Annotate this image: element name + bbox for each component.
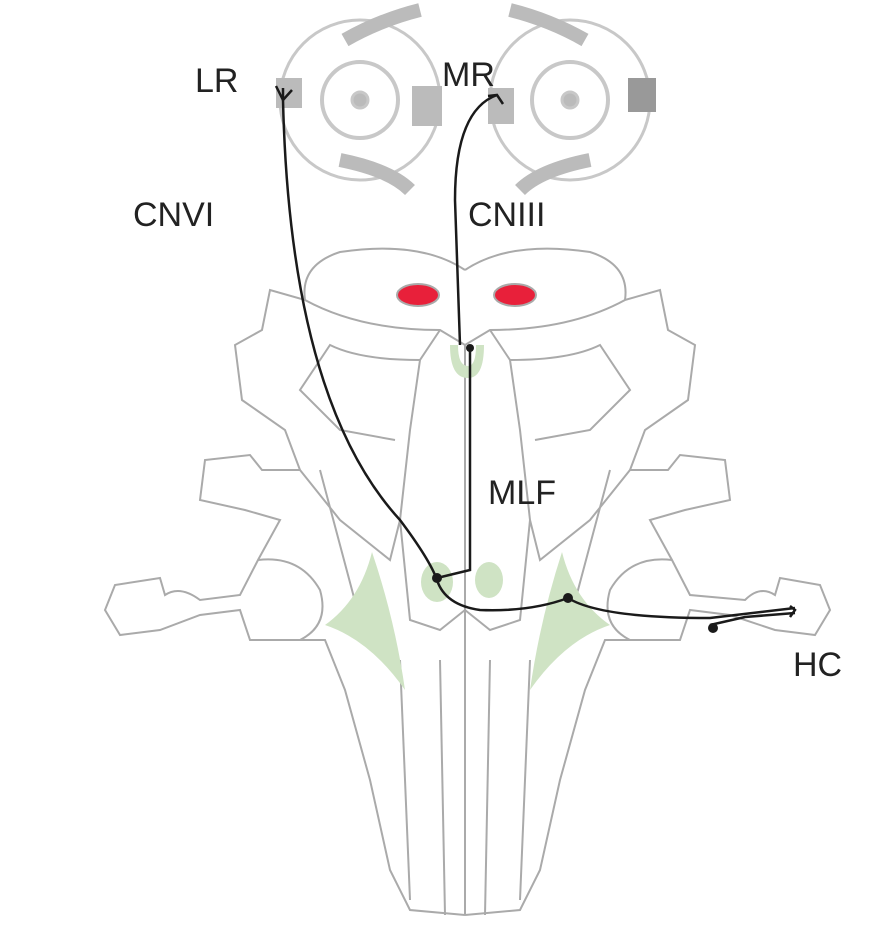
label-hc: HC xyxy=(793,646,843,684)
label-mlf: MLF xyxy=(488,474,556,512)
vestibular-nucleus-left xyxy=(325,552,405,690)
brainstem-outline xyxy=(103,247,832,916)
synapse-vestibular xyxy=(563,593,573,603)
label-cniii: CNIII xyxy=(468,196,546,234)
right-eye xyxy=(488,3,656,196)
label-mr: MR xyxy=(442,56,495,94)
red-nucleus-right xyxy=(493,283,537,307)
synapse-cn6 xyxy=(432,573,442,583)
synapse-cn3 xyxy=(466,344,474,352)
red-nucleus-left xyxy=(396,283,440,307)
scarpa-ganglion xyxy=(708,623,718,633)
oculomotor-nucleus xyxy=(450,345,484,378)
vestibular-nucleus-right xyxy=(530,552,610,690)
abducens-nucleus-right xyxy=(475,562,503,598)
label-lr: LR xyxy=(195,62,239,100)
label-cnvi: CNVI xyxy=(133,196,215,234)
left-eye xyxy=(276,3,442,196)
